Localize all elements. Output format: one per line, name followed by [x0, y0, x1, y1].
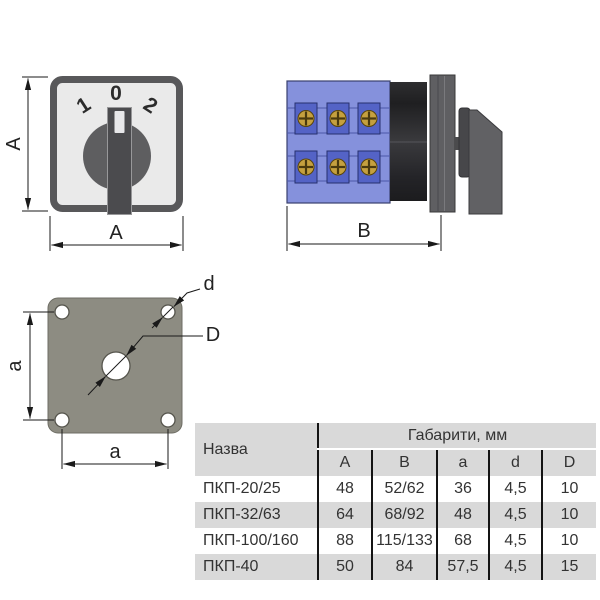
plate-horizontal-dimension: [61, 429, 169, 469]
cell-A: 50: [317, 554, 372, 580]
dimensions-table: Назва Габарити, мм A B a d D ПКП-20/25 4…: [195, 423, 597, 580]
cell-d: 4,5: [488, 528, 542, 554]
side-view: B: [286, 74, 503, 251]
switch-handle: [107, 107, 132, 215]
cell-D: 10: [540, 502, 597, 528]
small-hole-label: d: [203, 273, 214, 295]
cell-B: 52/62: [371, 476, 437, 502]
cell-D: 10: [540, 528, 597, 554]
row-name: ПКП-40: [195, 554, 318, 580]
terminal-screws: [297, 110, 378, 176]
plate-horizontal-label: a: [109, 441, 121, 463]
front-view-width-dimension: [49, 216, 184, 251]
handle-side-view: [468, 109, 503, 215]
table-name-header: Назва: [195, 423, 318, 476]
handle-shaft: [455, 137, 461, 150]
plate-vertical-label: a: [4, 360, 26, 372]
row-name: ПКП-32/63: [195, 502, 318, 528]
position-label-0: 0: [110, 82, 122, 105]
cell-D: 15: [540, 554, 597, 580]
center-hole-callout: [87, 335, 203, 396]
row-name: ПКП-20/25: [203, 480, 281, 497]
table-row: ПКП-20/25 48 52/62 36 4,5 10: [195, 476, 597, 502]
cell-B: 115/133: [371, 528, 437, 554]
table-row: ПКП-40 50 84 57,5 4,5 15: [195, 554, 597, 580]
column-header-A: A: [317, 449, 372, 476]
side-view-depth-dimension: [286, 206, 442, 251]
column-header-B: B: [371, 449, 437, 476]
handle-indicator-window: [114, 111, 125, 133]
cell-a: 68: [436, 528, 489, 554]
cell-A: 48: [317, 476, 372, 502]
front-view: A 1 0 2 A: [3, 76, 184, 251]
row-name: ПКП-100/160: [203, 532, 299, 549]
table-row: ПКП-32/63 64 68/92 48 4,5 10: [195, 502, 597, 528]
cell-B: 84: [371, 554, 437, 580]
handle-hub: [458, 107, 471, 178]
cell-a: 48: [436, 502, 489, 528]
front-width-label: A: [109, 222, 123, 244]
front-height-label: A: [3, 137, 25, 151]
table-row: ПКП-100/160 88 115/133 68 4,5 10: [195, 528, 597, 554]
front-panel-plate: [429, 74, 456, 213]
column-header-a: a: [436, 449, 489, 476]
side-depth-label: B: [357, 220, 370, 242]
plate-vertical-dimension: [23, 311, 54, 421]
column-header-D: D: [540, 449, 597, 476]
mounting-plate-view: a a d D: [4, 273, 220, 469]
cell-a: 36: [436, 476, 489, 502]
column-header-d: d: [488, 449, 542, 476]
small-hole-callout: [151, 288, 201, 329]
front-view-height-dimension: [22, 76, 48, 212]
cell-B: 68/92: [371, 502, 437, 528]
contact-body: [286, 80, 391, 204]
cell-a: 57,5: [436, 554, 489, 580]
cell-A: 88: [317, 528, 372, 554]
table-group-header: Габарити, мм: [316, 423, 597, 450]
cell-D: 10: [540, 476, 597, 502]
cell-d: 4,5: [488, 502, 542, 528]
cell-d: 4,5: [488, 554, 542, 580]
cell-d: 4,5: [488, 476, 542, 502]
center-hole-label: D: [206, 324, 220, 346]
cell-A: 64: [317, 502, 372, 528]
